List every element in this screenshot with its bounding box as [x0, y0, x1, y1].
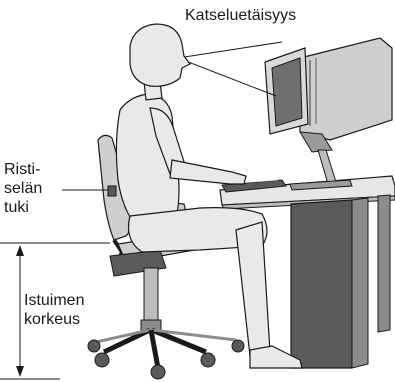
seat-height-label: Istuimen korkeus: [24, 291, 84, 329]
seat-height-dimension: [0, 242, 110, 380]
viewing-distance-lines: [177, 41, 283, 97]
viewing-distance-label: Katseluetäisyys: [185, 7, 297, 24]
seated-figure: [115, 23, 303, 369]
lumbar-support-label-line-1: Risti-: [4, 161, 41, 178]
lumbar-support-label: Risti- selän tuki: [4, 160, 42, 217]
lumbar-support-label-line-3: tuki: [4, 199, 29, 216]
desk: [219, 175, 395, 369]
seat-height-label-line-1: Istuimen: [24, 292, 85, 309]
seat-height-label-line-2: korkeus: [24, 311, 81, 328]
monitor: [264, 37, 393, 191]
lumbar-support-label-line-2: selän: [4, 180, 43, 197]
